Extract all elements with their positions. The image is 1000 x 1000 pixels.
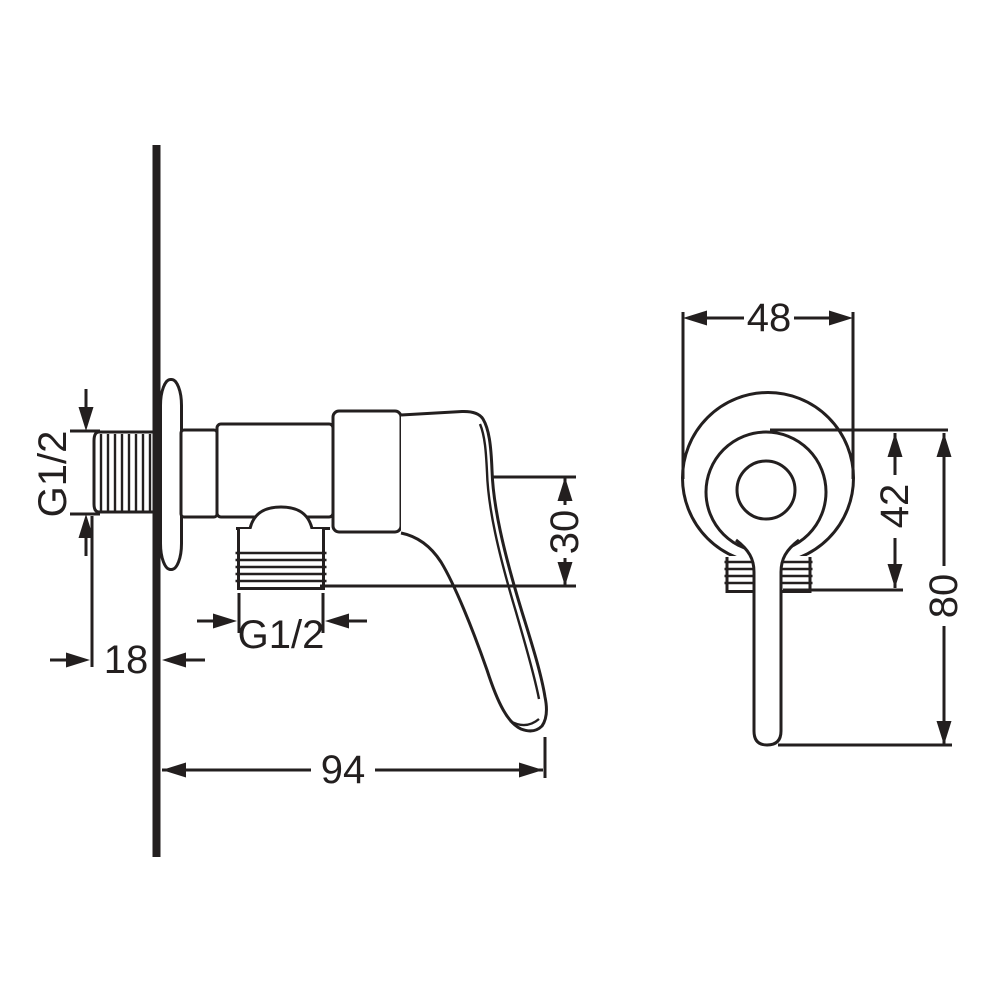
dim-wall-offset: 18: [50, 516, 205, 682]
dim-label-outlet-drop: 30: [543, 510, 587, 555]
dim-label-overall-height: 80: [922, 574, 966, 619]
dim-label-width: 48: [747, 296, 792, 340]
escutcheon-flange: [159, 378, 183, 571]
dim-label-outlet-thread: G1/2: [238, 613, 325, 657]
front-view-dimensions: 48 42 80: [681, 296, 966, 747]
lever-handle: [400, 409, 548, 733]
side-view-dimensions: G1/2 18 G1/2 30: [31, 389, 587, 792]
dim-outlet-thread: G1/2: [197, 593, 367, 657]
outlet-thread-ridges: [235, 551, 327, 583]
wall-line: [152, 145, 161, 857]
dim-overall-length: 94: [162, 737, 547, 792]
side-view: [92, 145, 548, 857]
dim-outlet-drop: 30: [320, 475, 587, 588]
dim-label-ring-height: 42: [873, 484, 917, 529]
lever-edge-accent: [478, 423, 541, 700]
inlet-thread-ridges: [99, 434, 152, 511]
dim-label-overall-length: 94: [321, 748, 366, 792]
dim-inlet-thread: G1/2: [31, 389, 100, 556]
dim-label-wall-offset: 18: [104, 638, 149, 682]
front-view: [681, 391, 855, 747]
handle-ring-hole: [735, 459, 797, 521]
lever-handle-front: [735, 515, 800, 747]
dim-width: 48: [681, 296, 855, 479]
dim-label-inlet-thread: G1/2: [31, 431, 75, 518]
dim-ring-height: 42: [783, 433, 917, 592]
inlet-thread: [92, 430, 156, 514]
outlet-thread-spout: [235, 528, 327, 590]
lever-tip-accent: [509, 718, 540, 727]
dim-overall-height: 80: [778, 433, 966, 747]
valve-stem: [179, 428, 219, 519]
valve-body: [215, 422, 335, 519]
valve-bonnet: [331, 409, 403, 534]
